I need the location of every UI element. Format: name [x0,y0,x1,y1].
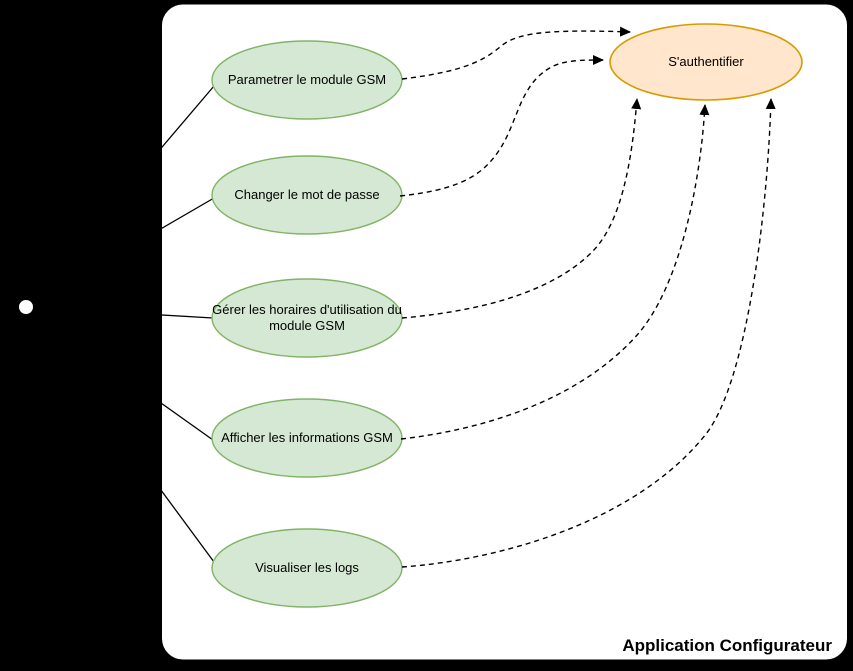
use-case-ellipse-authentifier [609,23,803,101]
dependency-changer-authentifier [399,55,604,197]
system-boundary-label: Application Configurateur [622,636,832,655]
dependency-parametrer-authentifier [401,26,631,80]
dependency-arrows [399,26,776,568]
association-actor-visualiser [25,306,215,563]
use-case-ellipse-afficher [211,398,403,478]
association-actor-changer [25,197,215,308]
use-case-ellipse-gerer [211,278,403,358]
association-actor-parametrer [25,85,215,308]
association-actor-gerer [25,306,214,319]
use-case-ellipse-visualiser [211,528,403,608]
actor-head [19,300,33,314]
dependency-afficher-authentifier [400,104,710,440]
association-lines [25,85,215,563]
dependency-visualiser-authentifier [401,98,776,568]
use-case-ellipse-parametrer [211,40,403,120]
dependency-gerer-authentifier [401,98,642,319]
association-actor-afficher [25,306,214,441]
use-case-ellipse-changer [211,155,403,235]
